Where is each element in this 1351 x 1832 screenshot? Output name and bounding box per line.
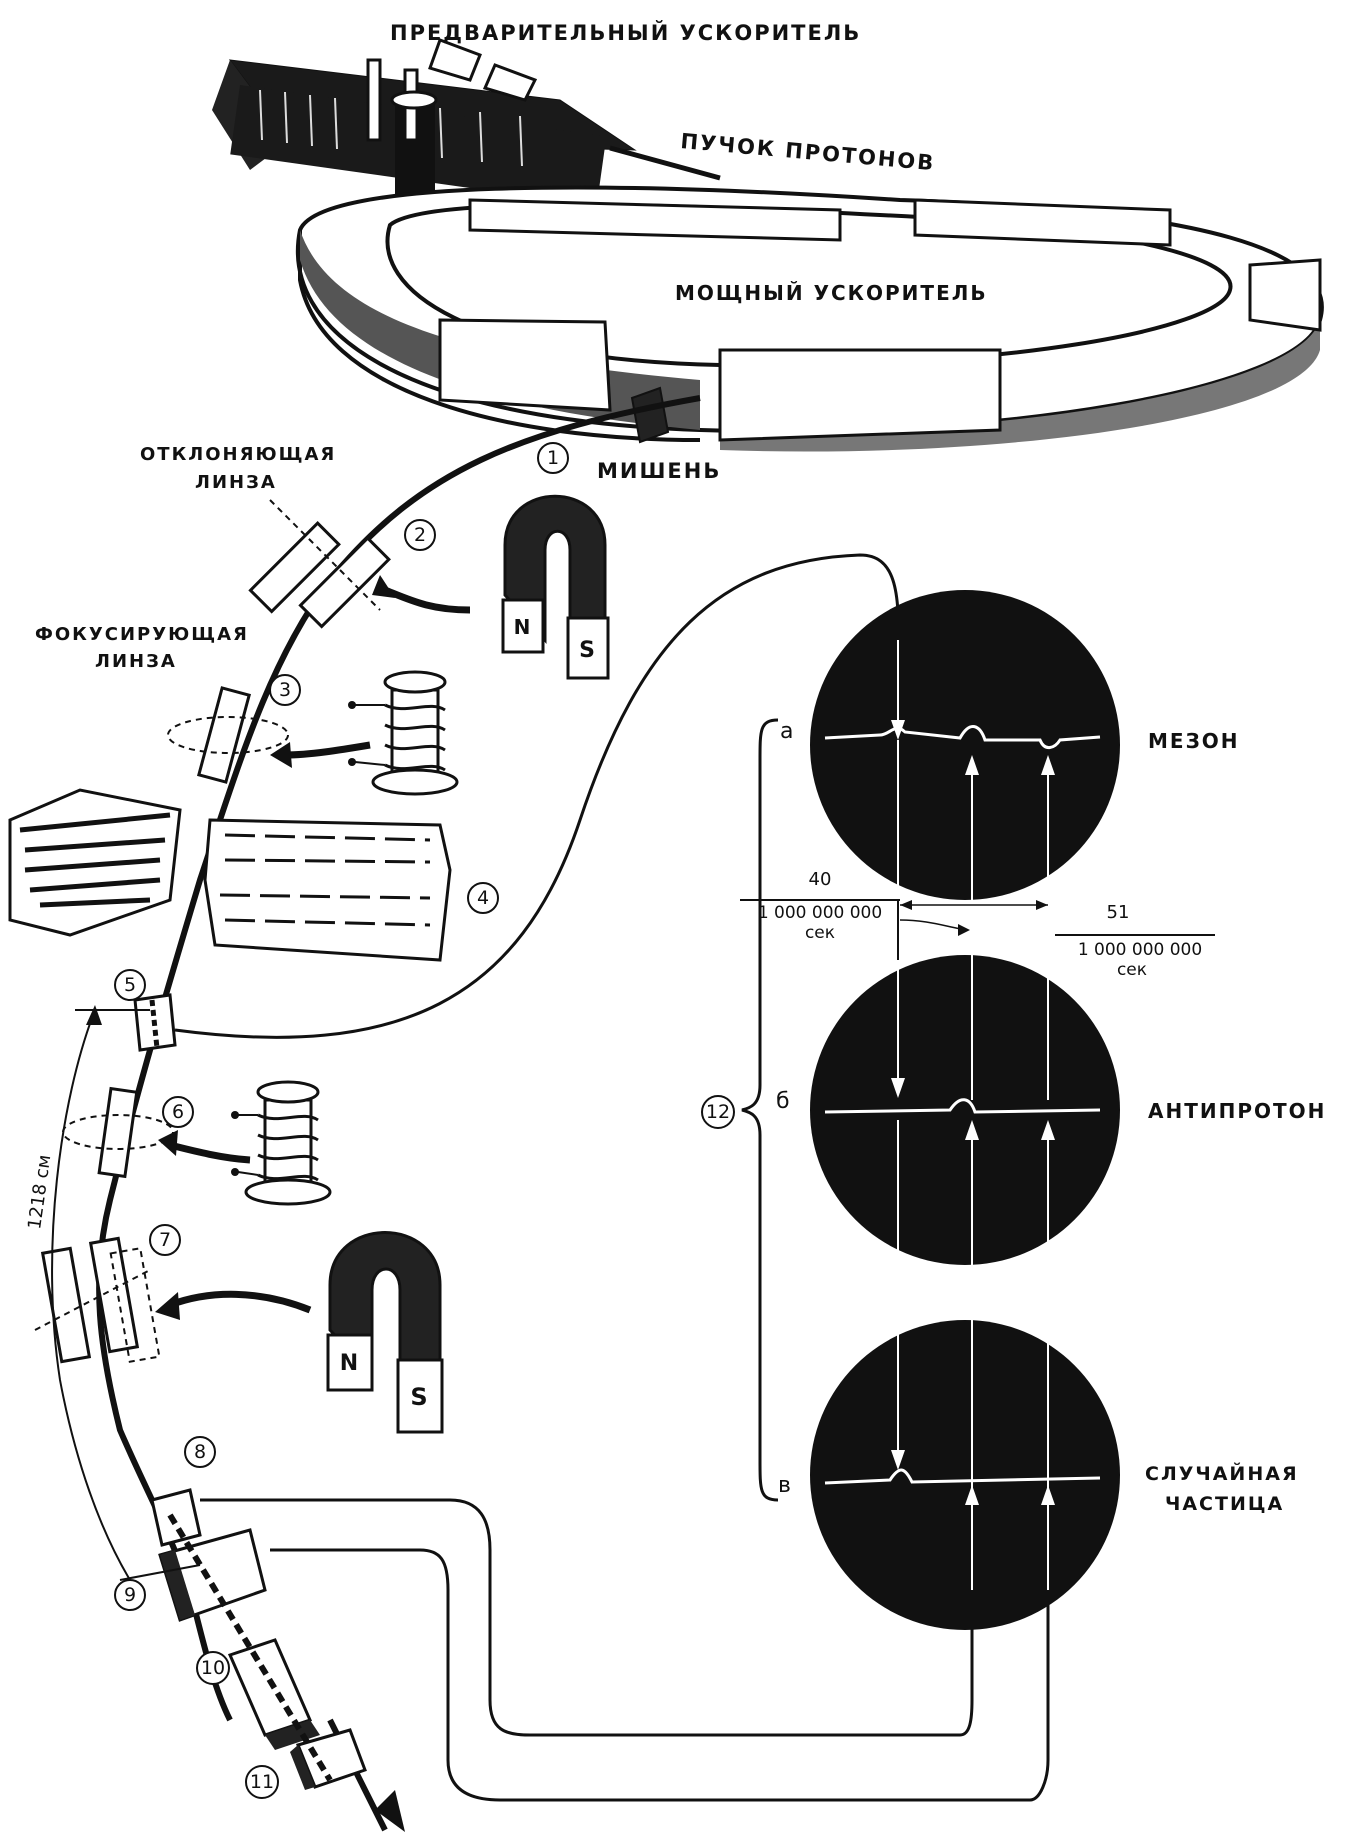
time-left-unit: сек — [805, 923, 835, 943]
target-block — [630, 386, 670, 444]
time-right-unit: сек — [1117, 960, 1147, 980]
label-pre-accelerator: ПРЕДВАРИТЕЛЬНЫЙ УСКОРИТЕЛЬ — [390, 20, 861, 45]
counter-11 — [290, 1728, 367, 1790]
distance-indicator: 1218 см — [24, 1005, 201, 1581]
svg-text:9: 9 — [124, 1584, 136, 1606]
marker-1: 1 — [537, 442, 569, 474]
main-accelerator — [295, 185, 1324, 452]
label-deflecting-lens-1: ОТКЛОНЯЮЩАЯ — [140, 444, 336, 465]
label-target: МИШЕНЬ — [597, 459, 721, 483]
magnet-2: N S — [155, 1231, 444, 1434]
deflecting-lens-2 — [248, 499, 391, 629]
letter-v: в — [778, 1473, 791, 1498]
counter-8 — [150, 1488, 202, 1547]
label-meson: МЕЗОН — [1148, 729, 1240, 753]
oscilloscope-screen-v — [810, 1320, 1120, 1630]
oscilloscope-screen-b — [810, 955, 1120, 1265]
marker-6: 6 — [162, 1096, 194, 1128]
label-focusing-lens-2: ЛИНЗА — [95, 651, 177, 672]
marker-5: 5 — [114, 969, 146, 1001]
svg-text:11: 11 — [250, 1771, 274, 1793]
magnet-1-s: S — [579, 638, 597, 663]
label-random-particle-2: ЧАСТИЦА — [1165, 1493, 1284, 1515]
distance-label: 1218 см — [24, 1153, 55, 1230]
label-focusing-lens-1: ФОКУСИРУЮЩАЯ — [35, 624, 249, 645]
brace-12 — [741, 718, 779, 1502]
pre-accelerator — [212, 38, 721, 206]
svg-text:2: 2 — [414, 524, 426, 546]
signal-cables — [174, 553, 1050, 1802]
time-left-denominator: 1 000 000 000 — [758, 903, 882, 923]
deflecting-lens-7 — [34, 1236, 161, 1364]
magnet-1: N S — [372, 494, 610, 680]
marker-4: 4 — [467, 882, 499, 914]
marker-12: 12 — [701, 1095, 735, 1129]
marker-8: 8 — [184, 1436, 216, 1468]
svg-text:8: 8 — [194, 1441, 206, 1463]
marker-10: 10 — [196, 1651, 230, 1685]
label-deflecting-lens-2: ЛИНЗА — [195, 472, 277, 493]
beam-through-counters — [167, 1513, 333, 1782]
letter-a: а — [780, 719, 793, 744]
svg-text:6: 6 — [172, 1101, 184, 1123]
marker-11: 11 — [245, 1765, 279, 1799]
focusing-lens-3 — [167, 686, 289, 784]
coil-1 — [270, 670, 459, 796]
shielding-blocks — [8, 788, 452, 962]
counter-10 — [227, 1638, 320, 1750]
magnet-1-n: N — [514, 615, 533, 639]
signal-arrows — [891, 640, 1055, 1590]
svg-text:7: 7 — [159, 1229, 171, 1251]
svg-text:5: 5 — [124, 974, 136, 996]
svg-text:10: 10 — [201, 1657, 225, 1679]
label-proton-beam: ПУЧОК ПРОТОНОВ — [680, 129, 937, 175]
focusing-lens-6 — [62, 1086, 174, 1179]
svg-text:4: 4 — [477, 887, 489, 909]
label-main-accelerator: МОЩНЫЙ УСКОРИТЕЛЬ — [675, 281, 988, 305]
letter-b: б — [776, 1089, 790, 1114]
label-random-particle-1: СЛУЧАЙНАЯ — [1145, 1462, 1299, 1485]
magnet-2-n: N — [340, 1351, 360, 1376]
coil-2 — [158, 1080, 332, 1206]
time-intervals: 40 1 000 000 000 сек 51 1 000 000 000 се… — [740, 869, 1215, 980]
time-left-numerator: 40 — [809, 869, 832, 890]
label-antiproton: АНТИПРОТОН — [1148, 1099, 1326, 1123]
magnet-2-s: S — [410, 1383, 429, 1411]
counter-9 — [158, 1528, 267, 1622]
counter-5 — [133, 993, 177, 1052]
svg-text:1: 1 — [547, 447, 559, 469]
marker-9: 9 — [114, 1579, 146, 1611]
marker-3: 3 — [269, 674, 301, 706]
svg-text:12: 12 — [706, 1101, 730, 1123]
oscilloscope-screen-a — [810, 590, 1120, 900]
marker-7: 7 — [149, 1224, 181, 1256]
time-right-denominator: 1 000 000 000 — [1078, 940, 1202, 960]
marker-2: 2 — [404, 519, 436, 551]
time-right-numerator: 51 — [1107, 902, 1130, 923]
svg-text:3: 3 — [279, 679, 291, 701]
